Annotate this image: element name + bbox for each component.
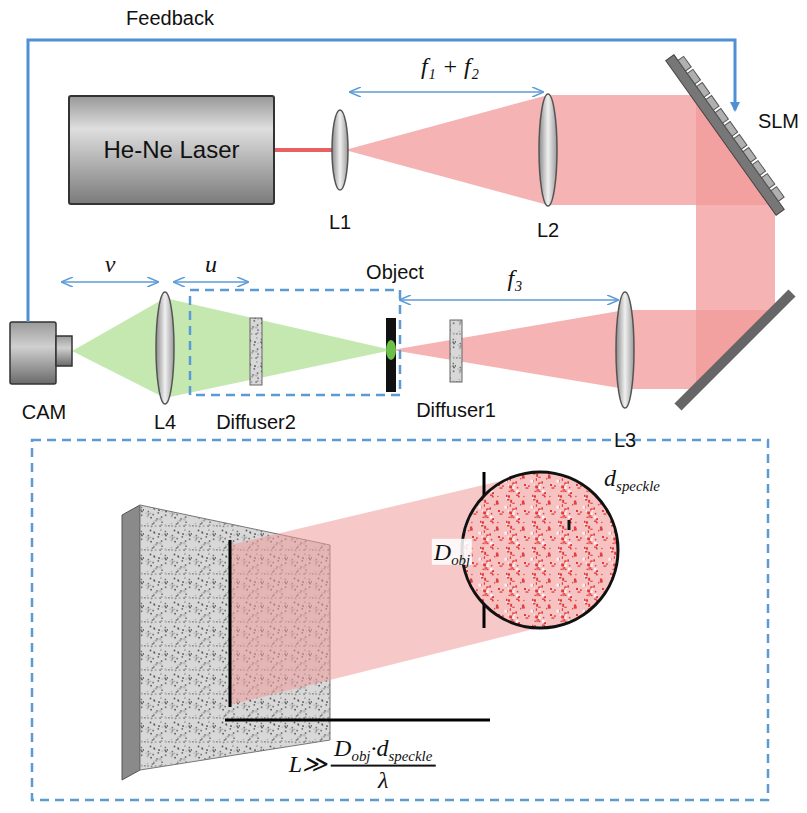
part-label: Diffuser1 bbox=[416, 399, 496, 421]
slm-pixel bbox=[771, 187, 784, 202]
slm-pixel bbox=[715, 108, 728, 123]
lens bbox=[156, 292, 174, 404]
diffuser bbox=[250, 318, 262, 385]
slm-pixel bbox=[706, 95, 719, 110]
slm-mirror bbox=[666, 51, 790, 216]
red-beam bbox=[275, 148, 334, 152]
numerator: Dobj·dspeckle bbox=[331, 735, 435, 765]
lens-label: L3 bbox=[614, 429, 636, 451]
inset-illustration bbox=[462, 472, 618, 628]
dimension-label: Dobj bbox=[432, 539, 472, 565]
symbol: D bbox=[334, 735, 351, 761]
camera-box: CAM bbox=[8, 318, 80, 424]
red-beam bbox=[625, 310, 775, 389]
node-label: CAM bbox=[22, 401, 66, 424]
dimension-arrow bbox=[174, 281, 248, 283]
dimension-arrow bbox=[350, 91, 543, 93]
symbol: D bbox=[434, 539, 451, 565]
slm-label-box: SLM bbox=[727, 110, 799, 140]
slm-pixel bbox=[678, 56, 691, 71]
node-label: He-Ne Laser bbox=[103, 136, 239, 164]
subscript: speckle bbox=[388, 748, 432, 764]
lens bbox=[332, 110, 348, 190]
feedback-connector bbox=[28, 40, 735, 322]
inset-illustration bbox=[122, 472, 618, 780]
fraction: Dobj·dspeckleλ bbox=[331, 735, 435, 794]
fold-mirror bbox=[678, 293, 792, 407]
inset-illustration bbox=[225, 719, 490, 722]
green-beam bbox=[72, 298, 392, 398]
lens-label: L1 bbox=[329, 211, 351, 233]
camera-body bbox=[10, 322, 56, 384]
slm-pixel bbox=[697, 82, 710, 97]
lens bbox=[616, 292, 634, 408]
speckle-label: dspeckle bbox=[604, 465, 660, 491]
subscript: obj bbox=[351, 748, 370, 764]
red-beam bbox=[345, 95, 548, 205]
edge-label: Feedback bbox=[126, 7, 214, 29]
lens-label: L4 bbox=[154, 411, 176, 433]
distance-label: f₁ + f₂ bbox=[421, 53, 479, 79]
lens bbox=[539, 94, 557, 206]
slm-pixel bbox=[762, 174, 775, 189]
inset-illustration bbox=[122, 505, 140, 780]
distance-label: u bbox=[205, 251, 217, 277]
slm-pixel bbox=[743, 148, 756, 163]
red-beam bbox=[392, 310, 625, 389]
laser-box: He-Ne Laser bbox=[68, 95, 275, 205]
dashed-frame bbox=[32, 440, 768, 800]
slm-pixel bbox=[687, 69, 700, 84]
symbol: λ bbox=[378, 767, 388, 793]
slm-pixel bbox=[734, 135, 747, 150]
symbol: d bbox=[604, 465, 616, 491]
subscript: obj bbox=[451, 552, 470, 568]
dimension-arrow bbox=[62, 281, 158, 283]
symbol: · bbox=[370, 735, 376, 761]
diffuser bbox=[250, 318, 462, 385]
dashed-frame bbox=[32, 290, 768, 800]
part-label: Diffuser2 bbox=[216, 411, 296, 433]
slm-pixel bbox=[724, 122, 737, 137]
dimension-arrow bbox=[62, 92, 618, 300]
dimension-arrow bbox=[400, 299, 618, 301]
dashed-frame bbox=[190, 290, 400, 395]
condition-formula: L≫Dobj·dspeckleλ bbox=[289, 735, 436, 794]
part-label: Object bbox=[366, 261, 424, 283]
inset-illustration bbox=[568, 520, 571, 530]
lens-label: L2 bbox=[537, 219, 559, 241]
object-plate bbox=[386, 318, 396, 392]
inset-illustration bbox=[229, 540, 232, 707]
symbol: L≫ bbox=[289, 751, 327, 777]
diffuser bbox=[450, 320, 462, 382]
node-label: SLM bbox=[758, 110, 799, 132]
object-plate bbox=[386, 340, 396, 360]
symbol: d bbox=[376, 735, 388, 761]
subscript: speckle bbox=[616, 478, 660, 494]
denominator: λ bbox=[331, 765, 435, 793]
distance-label: v bbox=[105, 251, 116, 277]
camera-body bbox=[56, 336, 72, 366]
distance-label: f₃ bbox=[507, 265, 522, 291]
slm-mirror bbox=[666, 55, 784, 215]
object-plate bbox=[386, 318, 396, 392]
slm-pixel bbox=[752, 161, 765, 176]
camera-body bbox=[10, 322, 72, 384]
green-beam bbox=[165, 298, 392, 398]
green-beam bbox=[72, 298, 165, 398]
